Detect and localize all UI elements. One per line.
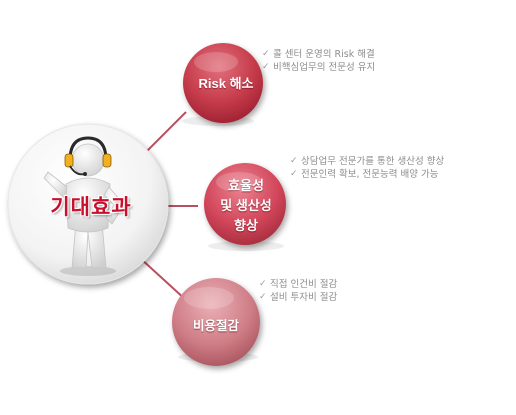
bullet-list-efficiency: ✓상담업무 전문가를 통한 생산성 향상 ✓전문인력 확보, 전문능력 배양 가… bbox=[290, 155, 444, 181]
node-efficiency-circle bbox=[204, 163, 286, 245]
bullet-list-cost: ✓직접 인건비 절감 ✓설비 투자비 절감 bbox=[259, 278, 337, 304]
bullet-item: ✓상담업무 전문가를 통한 생산성 향상 bbox=[290, 155, 444, 168]
bullet-text: 비핵심업무의 전문성 유지 bbox=[273, 62, 376, 73]
check-mark-icon: ✓ bbox=[262, 62, 270, 72]
bullet-item: ✓전문인력 확보, 전문능력 배양 가능 bbox=[290, 168, 444, 181]
node-label-line: 효율성 bbox=[228, 178, 264, 193]
bullet-text: 전문인력 확보, 전문능력 배양 가능 bbox=[301, 169, 439, 180]
node-cost-circle bbox=[172, 278, 260, 366]
center-title: 기대효과 bbox=[50, 195, 132, 219]
node-risk-circle bbox=[183, 43, 263, 123]
bullet-text: 직접 인건비 절감 bbox=[270, 279, 338, 290]
check-mark-icon: ✓ bbox=[290, 169, 298, 179]
bullet-item: ✓비핵심업무의 전문성 유지 bbox=[262, 61, 375, 74]
bullet-text: 상담업무 전문가를 통한 생산성 향상 bbox=[301, 156, 445, 167]
bullet-item: ✓직접 인건비 절감 bbox=[259, 278, 337, 291]
bullet-item: ✓콜 센터 운영의 Risk 해결 bbox=[262, 48, 375, 61]
person-headset-icon bbox=[43, 136, 125, 276]
node-label-line: 향상 bbox=[234, 218, 258, 233]
check-mark-icon: ✓ bbox=[290, 156, 298, 166]
node-label-line: Risk 해소 bbox=[198, 76, 254, 91]
bullet-list-risk: ✓콜 센터 운영의 Risk 해결 ✓비핵심업무의 전문성 유지 bbox=[262, 48, 375, 74]
connector-cost bbox=[139, 257, 187, 301]
check-mark-icon: ✓ bbox=[259, 292, 267, 302]
node-risk-label: Risk 해소 bbox=[178, 76, 274, 92]
node-label-line: 및 생산성 bbox=[220, 198, 272, 213]
bullet-text: 콜 센터 운영의 Risk 해결 bbox=[273, 49, 375, 60]
check-mark-icon: ✓ bbox=[262, 49, 270, 59]
bullet-item: ✓설비 투자비 절감 bbox=[259, 291, 337, 304]
node-efficiency-label: 효율성 및 생산성 향상 bbox=[198, 176, 294, 236]
bullet-text: 설비 투자비 절감 bbox=[270, 292, 338, 303]
check-mark-icon: ✓ bbox=[259, 279, 267, 289]
node-cost-label: 비용절감 bbox=[168, 318, 264, 334]
node-label-line: 비용절감 bbox=[192, 319, 239, 333]
